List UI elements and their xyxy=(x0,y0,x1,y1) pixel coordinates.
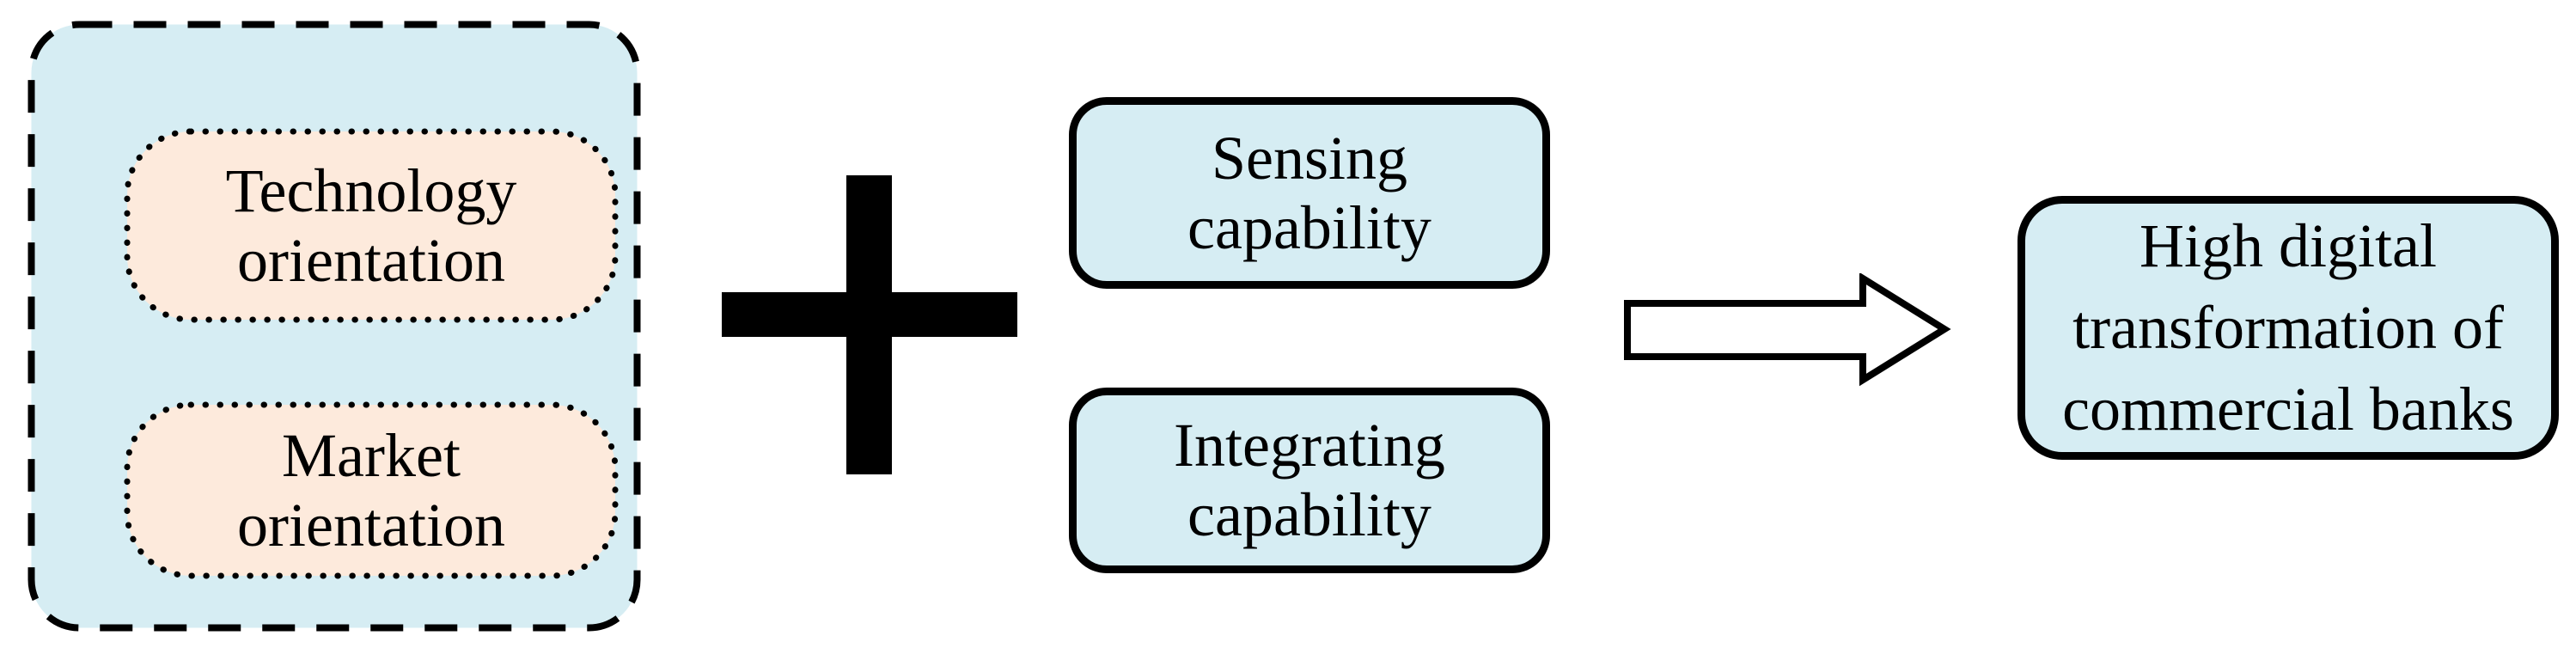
market-orientation-label: Market orientation xyxy=(124,401,619,579)
sensing-capability-line2: capability xyxy=(1187,193,1431,262)
outcome-line2: transformation of xyxy=(2072,292,2504,362)
sensing-capability-box: Sensing capability xyxy=(1069,97,1550,289)
dotted-border xyxy=(124,401,619,579)
technology-orientation-box: Technology orientation xyxy=(124,128,619,323)
integrating-capability-label: Integrating capability xyxy=(1077,395,1542,565)
sensing-capability-label: Sensing capability xyxy=(1077,105,1542,281)
market-orientation-line1: Market xyxy=(282,420,461,490)
outcome-label: High digital transformation of commercia… xyxy=(2025,204,2551,452)
integrating-capability-line2: capability xyxy=(1187,480,1431,549)
antecedents-panel: Technology orientation Market orientatio… xyxy=(27,21,641,632)
right-arrow-shape xyxy=(1624,273,1951,387)
integrating-capability-line1: Integrating xyxy=(1174,411,1445,480)
plus-vertical-bar xyxy=(846,175,892,474)
technology-orientation-line2: orientation xyxy=(237,225,505,295)
market-orientation-line2: orientation xyxy=(237,490,505,559)
sensing-capability-line1: Sensing xyxy=(1211,123,1408,193)
plus-icon xyxy=(722,175,1017,474)
dotted-border xyxy=(124,128,619,323)
outcome-line1: High digital xyxy=(2140,211,2437,280)
outcome-box: High digital transformation of commercia… xyxy=(2017,196,2559,460)
technology-orientation-line1: Technology xyxy=(225,156,517,225)
outcome-line3: commercial banks xyxy=(2062,375,2514,444)
market-orientation-box: Market orientation xyxy=(124,401,619,579)
right-arrow-icon xyxy=(1624,273,1952,387)
integrating-capability-box: Integrating capability xyxy=(1069,388,1550,573)
technology-orientation-label: Technology orientation xyxy=(124,128,619,323)
